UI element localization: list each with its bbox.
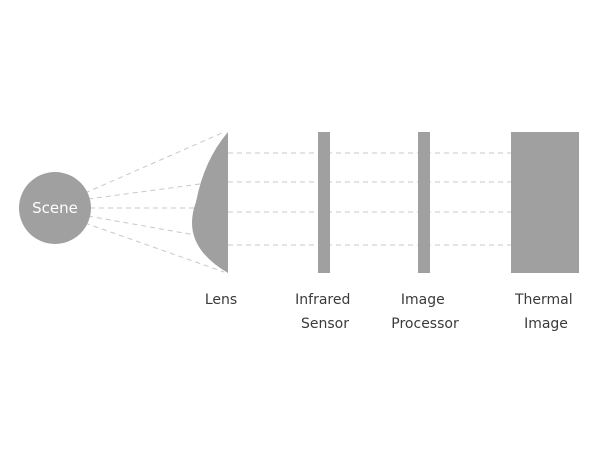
scene-label: Scene bbox=[32, 199, 78, 217]
image-processor-shape bbox=[418, 132, 430, 273]
infrared-sensor-label: Infrared Sensor bbox=[295, 292, 355, 332]
lens-label: Lens bbox=[205, 292, 237, 308]
thermal-image-label: Thermal Image bbox=[514, 292, 577, 332]
ray-converge-5 bbox=[84, 222, 225, 273]
ray-converge-1 bbox=[84, 132, 223, 194]
scene-to-lens-rays bbox=[84, 132, 225, 273]
infrared-sensor-label-line-2: Sensor bbox=[301, 316, 349, 332]
image-processor-label-line-1: Image bbox=[401, 292, 445, 308]
thermal-image-shape bbox=[511, 132, 579, 273]
thermal-image-label-line-1: Thermal bbox=[514, 292, 573, 308]
image-processor-label: Image Processor bbox=[391, 292, 459, 332]
ray-converge-2 bbox=[87, 181, 216, 200]
thermal-image-label-line-2: Image bbox=[524, 316, 568, 332]
infrared-sensor-label-line-1: Infrared bbox=[295, 292, 350, 308]
parallel-rays bbox=[228, 152, 512, 246]
scene-circle bbox=[19, 172, 91, 244]
ray-converge-4 bbox=[87, 215, 213, 239]
infrared-sensor-shape bbox=[318, 132, 330, 273]
lens-shape bbox=[192, 132, 228, 273]
lens-label-line-1: Lens bbox=[205, 292, 237, 308]
scene-node: Scene bbox=[19, 172, 91, 244]
image-processor-label-line-2: Processor bbox=[391, 316, 459, 332]
